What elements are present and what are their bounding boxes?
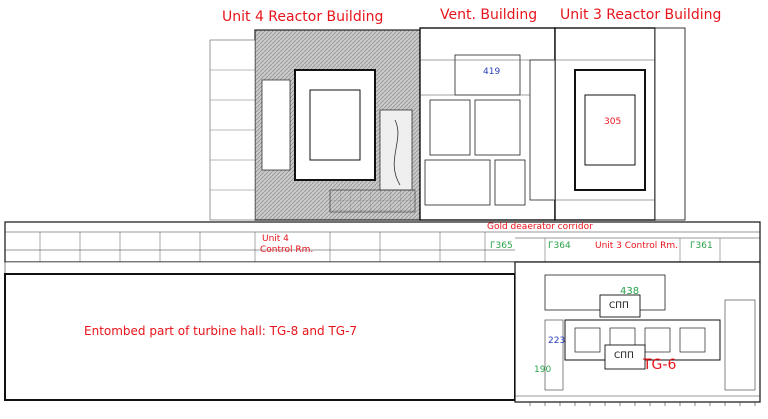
label-unit3-control-room: Unit 3 Control Rm. <box>595 241 679 251</box>
deaerator-corridor-row <box>4 221 761 263</box>
room-190: 190 <box>534 365 552 375</box>
label-vent-building: Vent. Building <box>440 7 538 23</box>
unit4-left-annex <box>209 39 256 221</box>
label-unit4-control-room-line1: Unit 4 <box>262 234 289 244</box>
unit3-reactor-block <box>529 27 686 221</box>
room-number-strip <box>4 261 516 275</box>
label-tg6: TG-6 <box>643 357 677 373</box>
room-438: 438 <box>620 286 640 297</box>
label-entombed-turbine-hall: Entombed part of turbine hall: TG-8 and … <box>84 324 358 338</box>
room-spp-upper: СПП <box>609 301 629 311</box>
label-deaerator-corridor: Gold deaerator corridor <box>487 222 593 232</box>
label-unit4-control-room-line2: Control Rm. <box>260 245 314 255</box>
room-419: 419 <box>483 67 501 77</box>
unit4-reactor-block <box>254 29 421 221</box>
room-223: 223 <box>548 336 566 346</box>
room-g364: Г364 <box>548 241 571 251</box>
room-g365: Г365 <box>490 241 513 251</box>
room-g361: Г361 <box>690 241 713 251</box>
label-unit4-reactor-building: Unit 4 Reactor Building <box>222 9 384 25</box>
label-unit3-reactor-building: Unit 3 Reactor Building <box>560 7 722 23</box>
column-axis-ticks <box>529 402 756 406</box>
room-spp-lower: СПП <box>614 351 634 361</box>
tg6-turbine-area <box>514 261 761 403</box>
room-305: 305 <box>604 117 622 127</box>
